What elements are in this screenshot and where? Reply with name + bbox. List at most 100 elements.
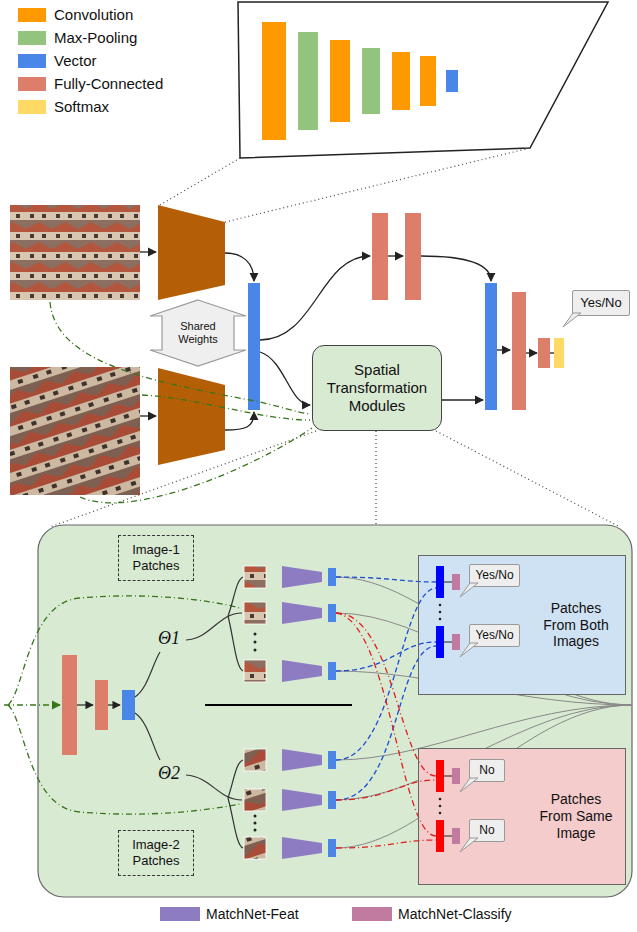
pair-box: Patches From Both ImagesYes/NoYes/No bbox=[418, 555, 626, 695]
pair-vector bbox=[439, 798, 442, 801]
node-label: Patches From Both Images bbox=[535, 600, 617, 650]
network-layer bbox=[485, 283, 497, 410]
network-layer bbox=[554, 338, 564, 368]
pair-box: Patches From Same ImageNoNo bbox=[418, 748, 626, 885]
callout-tail bbox=[460, 643, 478, 659]
patch-thumbnail bbox=[244, 566, 266, 859]
callout-tail bbox=[460, 643, 478, 657]
zoom-lines bbox=[160, 158, 240, 205]
cnn-zoom-panel bbox=[446, 70, 458, 92]
cnn-zoom-panel bbox=[392, 52, 410, 110]
network-layer bbox=[538, 338, 550, 368]
pair-box-fill bbox=[418, 748, 626, 885]
localisation-net bbox=[122, 690, 135, 720]
feature-vector bbox=[328, 568, 336, 857]
localisation-net bbox=[108, 704, 120, 705]
stn-region bbox=[38, 525, 632, 897]
callout-tail bbox=[460, 583, 478, 597]
patch-thumbnail bbox=[244, 566, 266, 588]
patch-thumbnail bbox=[244, 660, 266, 682]
node-label: No bbox=[479, 763, 494, 777]
pair-vector bbox=[452, 574, 460, 590]
divider-line bbox=[205, 705, 352, 706]
patch-thumbnail bbox=[244, 749, 266, 771]
network-layer bbox=[372, 213, 388, 300]
cnn-zoom-panel bbox=[362, 48, 380, 114]
localisation-net bbox=[62, 655, 77, 755]
localisation-net bbox=[4, 655, 135, 755]
cnn-zoom-panel bbox=[298, 32, 318, 130]
pair-vector bbox=[439, 805, 442, 808]
ellipsis-dot bbox=[254, 641, 257, 644]
ellipsis-dot bbox=[254, 829, 257, 832]
same-image-pair-line bbox=[336, 613, 436, 848]
theta-label: Θ1 bbox=[158, 628, 180, 649]
patch-thumbnail bbox=[244, 837, 266, 859]
legend-label: MatchNet-Classify bbox=[398, 905, 512, 923]
feature-vector bbox=[328, 751, 336, 769]
localisation-net bbox=[95, 680, 108, 730]
pair-vector bbox=[436, 566, 444, 598]
flow-arrow bbox=[421, 256, 491, 281]
node-label: Patches From Same Image bbox=[535, 791, 617, 841]
cnn-zoom-panel bbox=[262, 22, 286, 140]
legend-swatch bbox=[18, 100, 46, 114]
pair-vector bbox=[436, 566, 460, 852]
legend-swatch bbox=[160, 907, 200, 921]
flow-arrow bbox=[440, 399, 483, 400]
network-layer bbox=[405, 213, 421, 300]
patch-thumbnail bbox=[244, 789, 266, 811]
pair-vector bbox=[444, 776, 452, 777]
output-callout: No bbox=[469, 819, 505, 842]
theta-line bbox=[135, 652, 160, 697]
callout-tail bbox=[460, 838, 478, 852]
cross-image-pair-line bbox=[336, 577, 436, 800]
arrow-outline bbox=[150, 300, 246, 366]
pair-vector bbox=[439, 604, 442, 607]
matchnet-feat bbox=[282, 660, 322, 682]
theta-line bbox=[135, 713, 160, 760]
cnn-zoom-panel bbox=[420, 56, 436, 106]
ellipsis-dot bbox=[254, 633, 257, 832]
zoom-lines bbox=[436, 431, 620, 527]
ellipsis-dot bbox=[254, 649, 257, 652]
output-callout: Yes/No bbox=[469, 624, 520, 647]
flow-arrow bbox=[550, 352, 554, 353]
matchnet-feat bbox=[282, 566, 322, 588]
node-label: Yes/No bbox=[475, 628, 513, 642]
same-image-pair-line bbox=[336, 840, 436, 848]
localisation-net bbox=[77, 704, 93, 705]
pair-vector bbox=[439, 618, 442, 621]
node-label: Image-2 Patches bbox=[124, 837, 188, 868]
module-box: Spatial Transformation Modules bbox=[312, 345, 442, 431]
same-image-pair-line bbox=[336, 780, 436, 800]
output-callout: Yes/No bbox=[469, 564, 520, 587]
pair-vector bbox=[439, 611, 442, 614]
pair-vector bbox=[439, 812, 442, 815]
flow-arrow bbox=[260, 352, 310, 405]
pair-vector bbox=[452, 768, 460, 784]
pair-vector bbox=[444, 582, 452, 583]
sampling-line bbox=[8, 705, 240, 814]
theta-line bbox=[228, 760, 243, 798]
flow-arrow bbox=[225, 412, 254, 430]
theta-label: Θ2 bbox=[158, 763, 180, 784]
pair-box-fill bbox=[418, 555, 626, 695]
feature-vector bbox=[328, 568, 336, 586]
theta-line bbox=[186, 613, 242, 640]
patch-group-box: Image-1 Patches bbox=[118, 535, 194, 581]
node-label: Yes/No bbox=[580, 295, 621, 311]
output-callout: Yes/No bbox=[572, 290, 630, 316]
flow-arrow bbox=[140, 415, 156, 416]
legend-label: Softmax bbox=[54, 98, 109, 116]
legend-label: MatchNet-Feat bbox=[206, 905, 299, 923]
divider-line bbox=[205, 704, 352, 706]
legend-label: Vector bbox=[54, 52, 97, 70]
feature-trapezoid bbox=[158, 205, 225, 300]
legend-swatch bbox=[18, 54, 46, 68]
pair-box-fill bbox=[418, 555, 626, 885]
input-photo bbox=[10, 367, 140, 495]
pair-vector bbox=[436, 820, 444, 852]
